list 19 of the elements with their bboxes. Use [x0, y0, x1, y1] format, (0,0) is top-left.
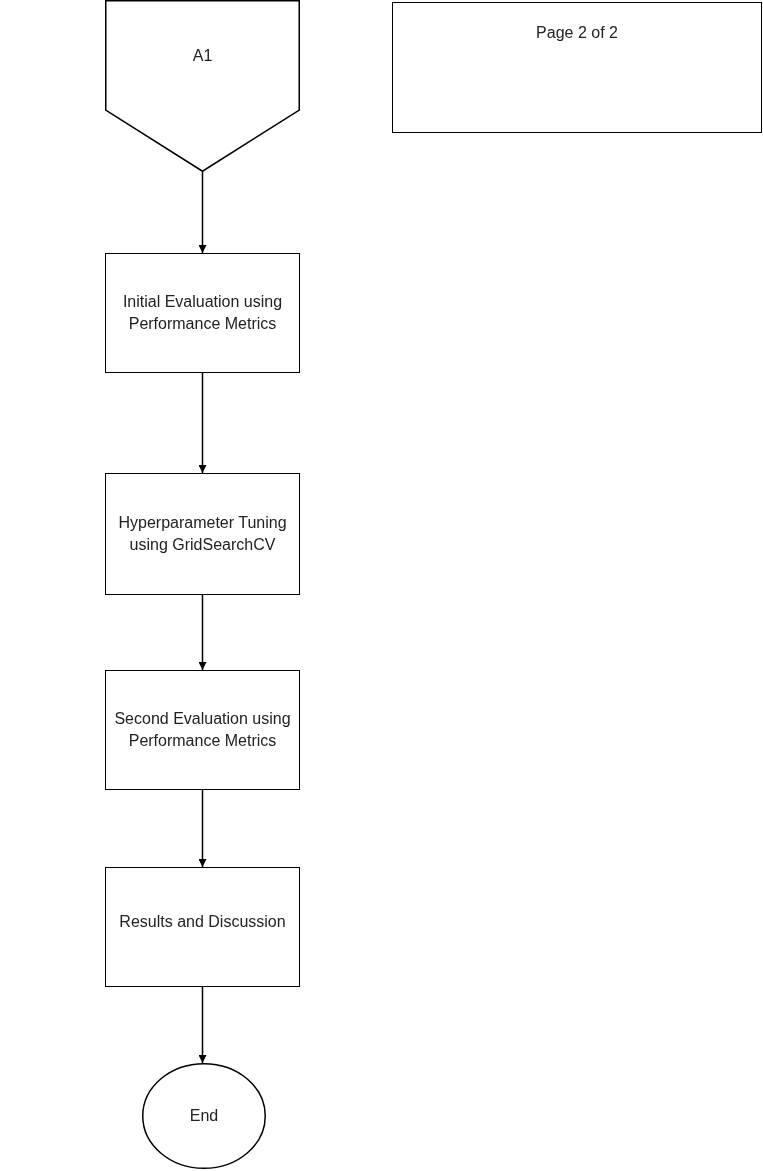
process-box [105, 867, 300, 987]
arrow [198, 789, 207, 868]
arrow [198, 372, 207, 474]
node-label: Hyperparameter Tuning using GridSearchCV [117, 513, 288, 555]
process-box [105, 473, 300, 595]
node-label: Results and Discussion [118, 912, 287, 933]
terminator-ellipse [142, 1063, 266, 1169]
offpage-connector [105, 0, 300, 172]
arrow [198, 594, 207, 671]
node-label: Second Evaluation using Performance Metrics [113, 709, 292, 751]
arrow [198, 986, 207, 1064]
arrow [198, 171, 207, 254]
page-box [392, 2, 762, 133]
process-box [105, 670, 300, 790]
node-label: End [188, 1106, 220, 1127]
node-label: A1 [191, 46, 214, 67]
process-box [105, 253, 300, 373]
node-label: Page 2 of 2 [535, 22, 619, 43]
node-label: Initial Evaluation using Performance Metrics [121, 292, 284, 334]
